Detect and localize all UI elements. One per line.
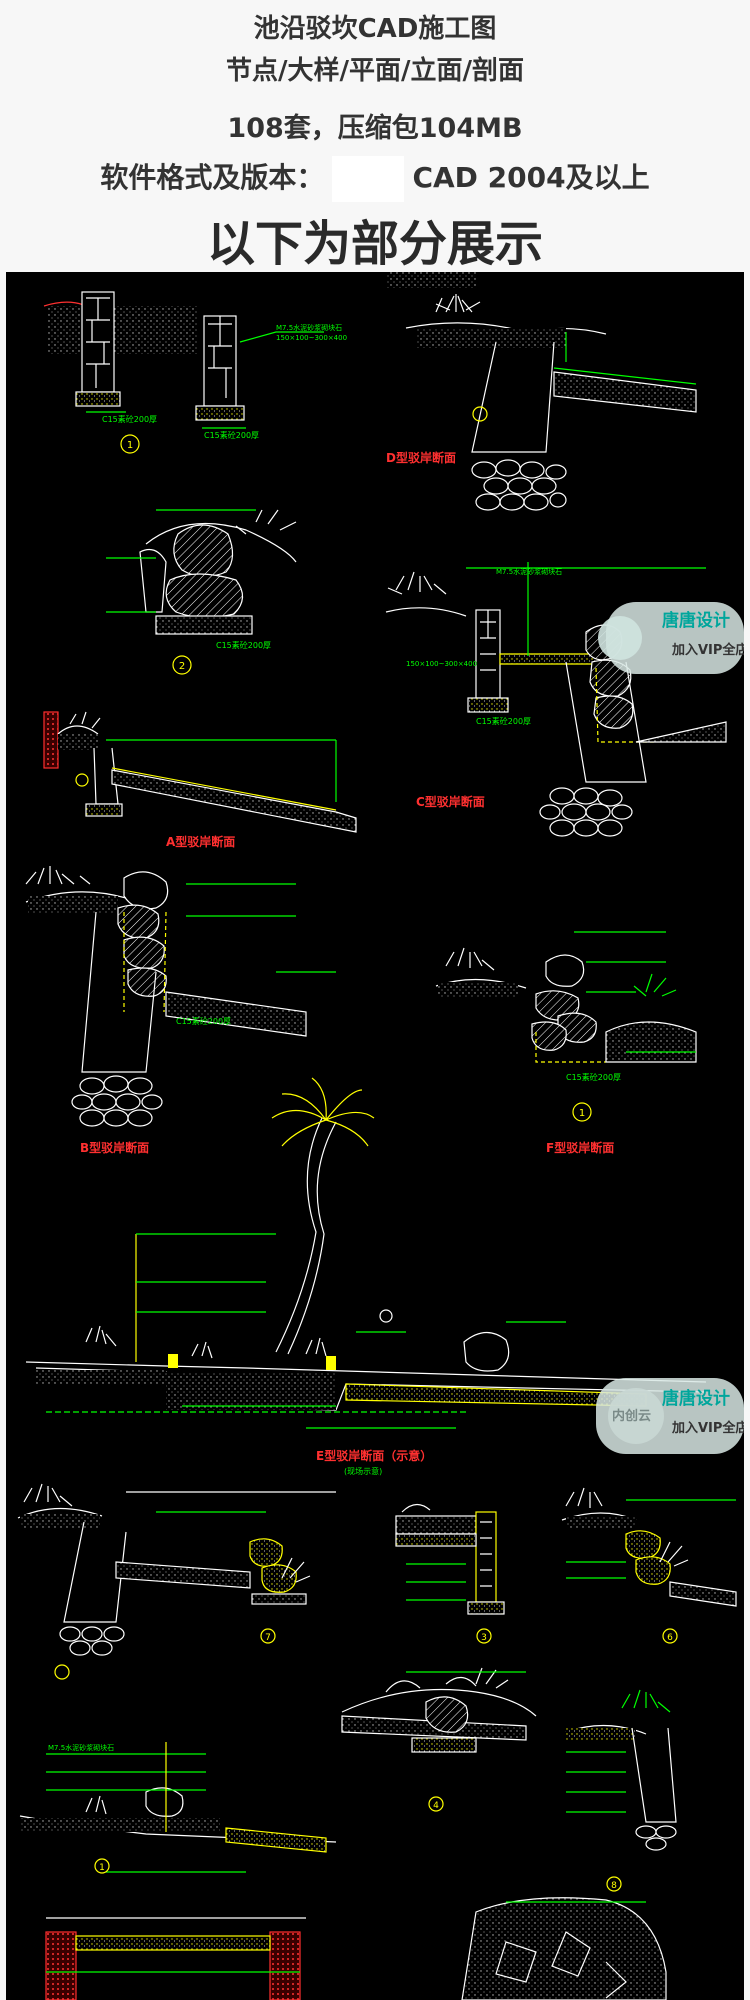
watermark-badge: 内创云 <box>612 1408 651 1424</box>
detail-number: 1 <box>127 440 133 451</box>
redacted-logo-block <box>332 156 405 202</box>
section-title-e-main: E型驳岸断面 <box>316 1448 384 1463</box>
detail-2-rock-section <box>106 509 297 675</box>
watermark-top: 唐唐设计 加入VIP全店 <box>598 602 744 674</box>
watermark-vip: 加入VIP全店 <box>671 1420 744 1436</box>
detail-number: 2 <box>179 661 185 672</box>
d-type-section <box>405 294 697 511</box>
software-version: CAD 2004及以上 <box>412 161 650 194</box>
block-size-label: 150×100~300×400 <box>276 334 347 342</box>
section-title-e-suffix: （示意） <box>384 1448 432 1463</box>
detail-3-section <box>395 1503 505 1644</box>
e-type-section <box>25 1077 707 1429</box>
watermark-vip: 加入VIP全店 <box>671 642 744 658</box>
detail-4-section <box>341 1667 537 1812</box>
section-title-a: A型驳岸断面 <box>166 834 235 849</box>
m75-label: M7.5水泥砂浆砌块石 <box>276 323 342 332</box>
e-note: (现场示意) <box>344 1466 382 1476</box>
section-title-e: E型驳岸断面（示意） <box>316 1448 432 1463</box>
block-size-label: 150×100~300×400 <box>406 660 477 668</box>
c-type-section <box>385 272 727 837</box>
f-type-section <box>435 931 697 1122</box>
watermark-bottom: 内创云 唐唐设计 加入VIP全店 <box>596 1378 744 1454</box>
section-title-d: D型驳岸断面 <box>386 450 456 465</box>
detail-number: 1 <box>579 1108 585 1119</box>
c15-label: C15素砼200厚 <box>216 640 271 650</box>
watermark-brand: 唐唐设计 <box>662 1388 730 1409</box>
detail-1-wall-section <box>43 291 324 454</box>
c15-label: C15素砼200厚 <box>566 1072 621 1082</box>
detail-number: 1 <box>99 1863 105 1873</box>
detail-number: 7 <box>265 1633 271 1643</box>
cad-drawing-board: 1 C15素砼200厚 C15素砼200厚 M7.5水泥砂浆砌块石 150×10… <box>6 272 744 2000</box>
software-label: 软件格式及版本： <box>100 161 325 194</box>
detail-8-section <box>565 1689 677 1892</box>
c15-label: C15素砼200厚 <box>476 716 531 726</box>
c15-label: C15素砼200厚 <box>102 414 157 424</box>
detail-number: 8 <box>611 1881 617 1891</box>
m75-label: M7.5水泥砂浆砌块石 <box>48 1743 114 1752</box>
detail-1-profile <box>19 1742 337 1874</box>
bottom-plan-partial <box>45 1897 667 2000</box>
detail-number: 3 <box>481 1633 487 1643</box>
showcase-title: 以下为部分展示 <box>206 216 543 272</box>
subtitle-line: 节点/大样/平面/立面/剖面 <box>226 56 524 86</box>
section-title-c: C型驳岸断面 <box>416 794 485 809</box>
section-title-f: F型驳岸断面 <box>546 1140 614 1155</box>
detail-7-section <box>17 1483 336 1680</box>
detail-number: 6 <box>667 1633 673 1643</box>
page-header: 池沿驳坎CAD施工图 节点/大样/平面/立面/剖面 108套，压缩包104MB … <box>0 0 750 272</box>
b-type-section <box>25 866 336 1127</box>
cad-drawing-canvas: 1 C15素砼200厚 C15素砼200厚 M7.5水泥砂浆砌块石 150×10… <box>17 272 744 2000</box>
detail-number: 4 <box>433 1801 439 1811</box>
a-type-section <box>43 711 357 833</box>
title-line: 池沿驳坎CAD施工图 <box>253 14 497 44</box>
watermark-brand: 唐唐设计 <box>662 610 730 631</box>
section-title-b: B型驳岸断面 <box>80 1140 149 1155</box>
m75-label: M7.5水泥砂浆砌块石 <box>496 567 562 576</box>
package-info-line: 108套，压缩包104MB <box>227 113 523 144</box>
detail-6-section <box>561 1487 737 1644</box>
software-line: 软件格式及版本： CAD 2004及以上 <box>0 156 750 202</box>
c15-label: C15素砼200厚 <box>176 1016 231 1026</box>
c15-label: C15素砼200厚 <box>204 430 259 440</box>
